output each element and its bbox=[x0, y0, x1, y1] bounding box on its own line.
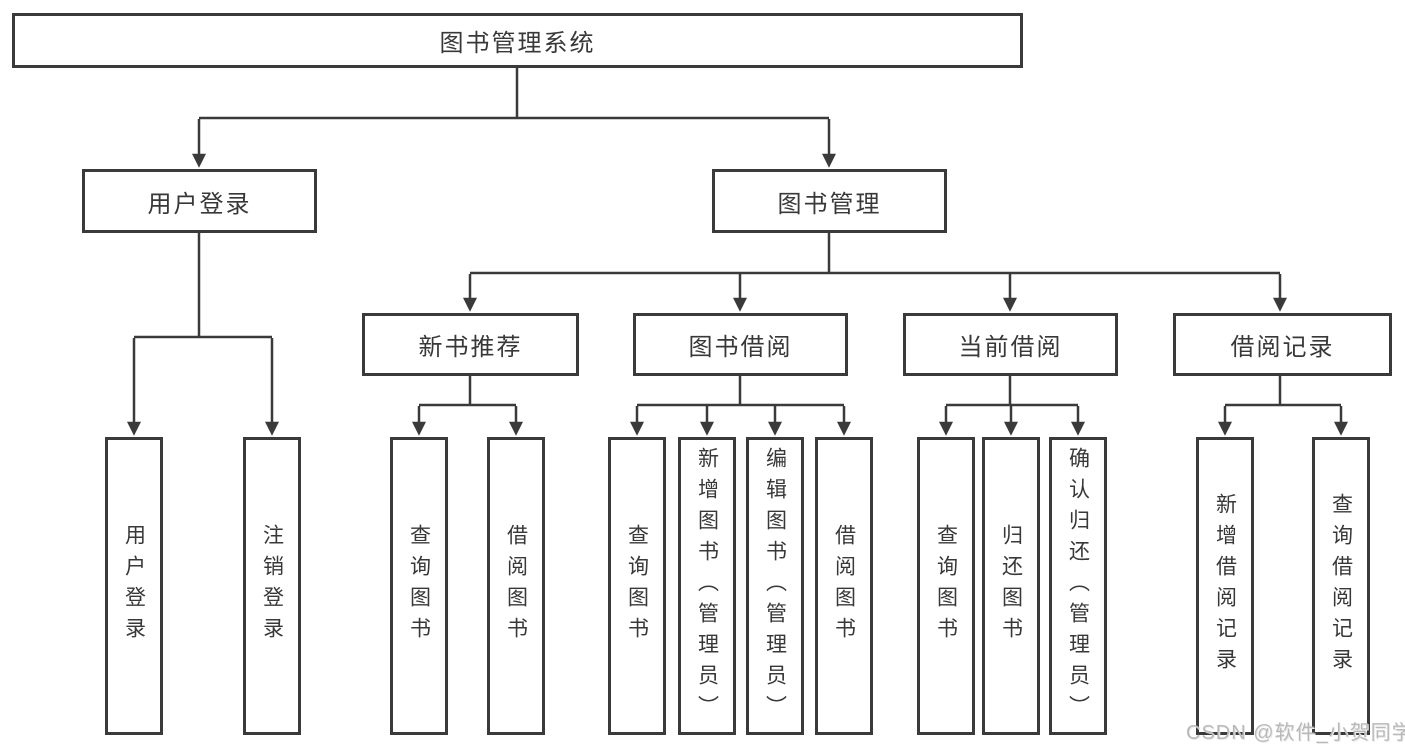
leaf-borrow-books: 借阅图书 bbox=[815, 437, 873, 735]
leaf-query-books-borrow: 查询图书 bbox=[608, 437, 666, 735]
node-book-borrowing: 图书借阅 bbox=[633, 313, 848, 376]
leaf-edit-book-admin: 编辑图书（管理员） bbox=[746, 437, 804, 735]
leaf-query-books-recommend: 查询图书 bbox=[390, 437, 448, 735]
node-root-system: 图书管理系统 bbox=[12, 13, 1023, 68]
leaf-return-book: 归还图书 bbox=[982, 437, 1040, 735]
leaf-confirm-return-admin: 确认归还（管理员） bbox=[1049, 437, 1107, 735]
leaf-borrow-books-recommend: 借阅图书 bbox=[487, 437, 545, 735]
node-book-management: 图书管理 bbox=[712, 169, 947, 233]
leaf-add-borrow-record: 新增借阅记录 bbox=[1196, 437, 1254, 735]
csdn-watermark: CSDN @软件_小贺同学 bbox=[1186, 722, 1405, 744]
node-new-book-recommend: 新书推荐 bbox=[362, 313, 579, 376]
leaf-user-login: 用户登录 bbox=[105, 437, 163, 735]
leaf-query-books-current: 查询图书 bbox=[917, 437, 975, 735]
leaf-query-borrow-record: 查询借阅记录 bbox=[1312, 437, 1370, 735]
node-user-login: 用户登录 bbox=[82, 169, 317, 233]
node-current-borrowing: 当前借阅 bbox=[903, 313, 1118, 376]
leaf-logout: 注销登录 bbox=[243, 437, 301, 735]
leaf-add-book-admin: 新增图书（管理员） bbox=[678, 437, 736, 735]
node-borrow-records: 借阅记录 bbox=[1173, 313, 1392, 376]
